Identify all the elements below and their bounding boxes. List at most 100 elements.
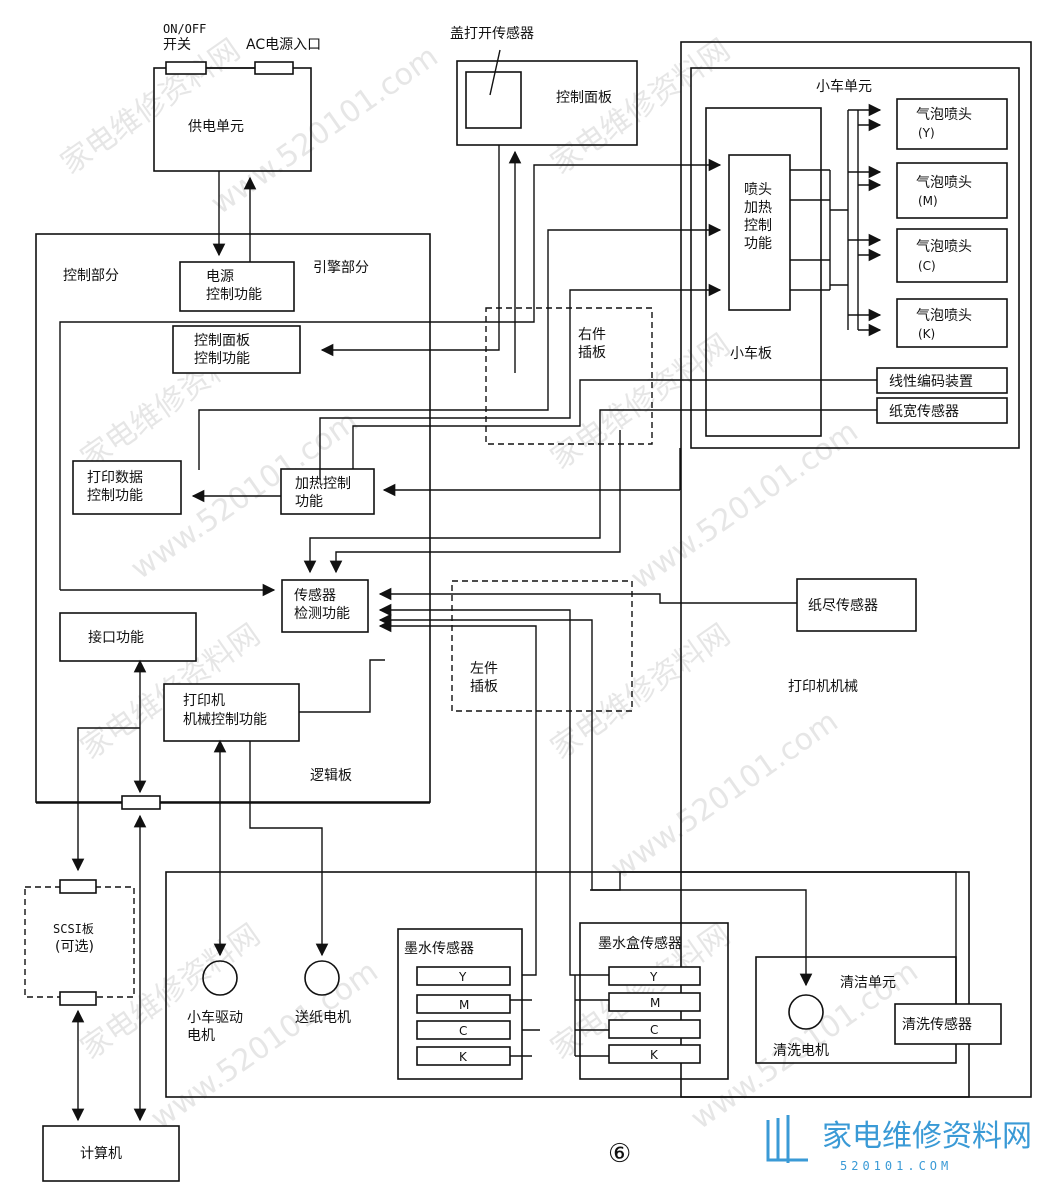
watermark-text: 家电维修资料网 (545, 617, 737, 766)
cover-sensor-pointer (489, 49, 501, 96)
linear-encoder-label: 线性编码装置 (889, 374, 973, 390)
left-plug-board (451, 580, 633, 712)
cartridge-slot-label-m: M (650, 996, 660, 1010)
cartridge-slot-label-c: C (650, 1023, 658, 1037)
printer-mechanism-label: 打印机机械 (788, 678, 858, 695)
watermark-url: www.520101.com (625, 414, 865, 597)
carriage-board-label: 小车板 (730, 345, 772, 362)
mech-control-box (163, 683, 300, 742)
ink-slot-label-k: K (459, 1050, 468, 1064)
head-color-y: (Y) (918, 126, 935, 140)
cleaning-motor-icon (788, 994, 824, 1030)
left-plug-line-1: 左件 (470, 661, 498, 677)
head-color-c: (C) (918, 259, 936, 273)
control-panel-label: 控制面板 (556, 90, 612, 106)
computer-label: 计算机 (80, 1146, 122, 1162)
linear-encoder-box (876, 367, 1008, 394)
control-part-label: 控制部分 (63, 268, 119, 284)
head-heat-control-box (728, 154, 791, 311)
bubble-jet-head-c (896, 228, 1008, 283)
scsi-connector-bottom (59, 991, 97, 1006)
cartridge-slot-label-k: K (650, 1048, 659, 1062)
cartridge-slot-y (608, 966, 701, 986)
interface-box (59, 612, 197, 662)
lower-mechanism-frame (165, 871, 970, 1098)
power-supply-label: 供电单元 (188, 119, 244, 135)
cartridge-sensor-label: 墨水盒传感器 (598, 935, 682, 952)
print-data-line-2: 控制功能 (87, 488, 143, 504)
power-control-line-1: 电源 (206, 269, 234, 285)
cartridge-slot-label-y: Y (649, 970, 658, 984)
cover-sensor-box (465, 71, 522, 129)
carriage-motor-line-2: 电机 (187, 1028, 215, 1044)
book-icon (766, 1115, 808, 1163)
cartridge-sensor-frame (579, 922, 729, 1080)
heat-control-line-2: 功能 (295, 494, 323, 510)
bubble-jet-label: 气泡喷头 (916, 239, 972, 255)
switch-label-2: 开关 (163, 37, 191, 53)
head-signal-lines (790, 103, 882, 337)
carriage-unit-label: 小车单元 (816, 78, 872, 95)
bubble-jet-label: 气泡喷头 (916, 175, 972, 191)
switch-label-1: ON/OFF (163, 22, 206, 36)
cleaning-motor-label: 清洗电机 (773, 1043, 829, 1059)
cleaning-sensor-box (894, 1003, 1002, 1045)
cartridge-slot-k (608, 1044, 701, 1064)
paper-width-sensor-box (876, 397, 1008, 424)
carriage-board-frame (705, 107, 822, 437)
scsi-line-1: SCSI板 (53, 922, 94, 936)
mech-control-line-2: 机械控制功能 (183, 712, 267, 728)
logic-board-label: 逻辑板 (310, 768, 352, 784)
bubble-jet-label: 气泡喷头 (916, 107, 972, 123)
watermark-text: 家电维修资料网 (55, 32, 247, 181)
head-color-k: (K) (918, 327, 935, 341)
cartridge-slot-m (608, 992, 701, 1012)
ink-slot-c (416, 1020, 511, 1040)
power-control-box (179, 261, 295, 312)
paper-out-sensor-label: 纸尽传感器 (808, 597, 878, 614)
ink-slot-label-m: M (459, 998, 469, 1012)
scsi-line-2: (可选) (55, 939, 94, 955)
scsi-connector-top (59, 879, 97, 894)
ac-inlet-icon (254, 61, 294, 75)
watermark-text: 家电维修资料网 (545, 32, 737, 181)
ink-sensor-label: 墨水传感器 (404, 940, 474, 957)
print-data-line-1: 打印数据 (87, 469, 143, 486)
carriage-motor-line-1: 小车驱动 (187, 1009, 243, 1026)
head-heat-line-3: 控制 (744, 218, 772, 234)
feed-motor-label: 送纸电机 (295, 1010, 351, 1026)
ink-slot-m (416, 994, 511, 1014)
ink-slot-label-y: Y (458, 970, 467, 984)
bubble-jet-label: 气泡喷头 (916, 308, 972, 324)
heat-control-line-1: 加热控制 (295, 476, 351, 492)
print-data-control-box (72, 460, 182, 515)
power-control-line-2: 控制功能 (206, 287, 262, 303)
head-heat-line-4: 功能 (744, 236, 772, 252)
watermark-url: www.520101.com (605, 704, 845, 887)
cartridge-slot-c (608, 1019, 701, 1039)
paper-width-sensor-label: 纸宽传感器 (889, 403, 959, 420)
sensor-detect-line-1: 传感器 (294, 587, 336, 604)
feed-motor-icon (304, 960, 340, 996)
ink-sensor-frame (397, 928, 523, 1080)
panel-control-box (172, 325, 301, 374)
panel-control-line-2: 控制功能 (194, 351, 250, 367)
mech-control-line-1: 打印机 (183, 692, 225, 709)
head-heat-line-2: 加热 (744, 200, 772, 216)
control-panel-frame (456, 60, 638, 146)
right-plug-board (485, 307, 653, 445)
left-plug-line-2: 插板 (470, 679, 498, 695)
heat-control-box (280, 468, 375, 515)
sensor-detect-box (281, 579, 369, 633)
bubble-jet-head-y (896, 98, 1008, 150)
site-logo: 家电维修资料网 520101.COM (766, 1115, 1032, 1173)
panel-control-line-1: 控制面板 (194, 333, 250, 349)
engine-part-label: 引擎部分 (313, 260, 369, 276)
ink-slot-label-c: C (459, 1024, 467, 1038)
paper-out-sensor-box (796, 578, 917, 632)
logic-board-frame (35, 233, 431, 803)
carriage-motor-icon (202, 960, 238, 996)
logo-text: 家电维修资料网 (822, 1119, 1032, 1154)
logo-url: 520101.COM (840, 1159, 952, 1173)
power-switch-icon (165, 61, 207, 75)
